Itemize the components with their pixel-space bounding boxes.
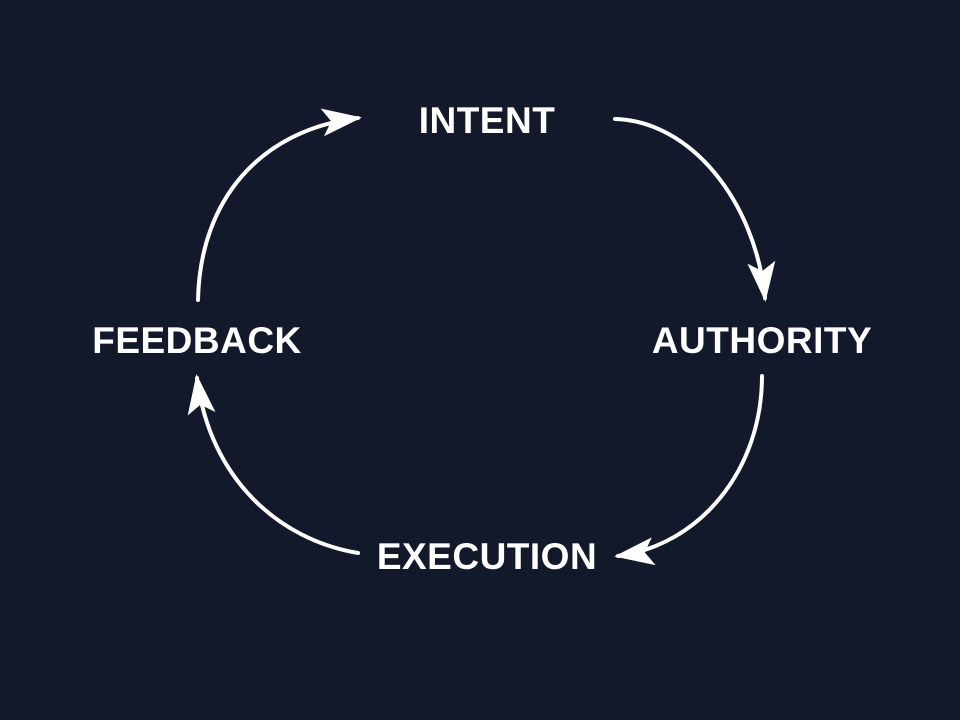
arrow-intent-to-authority xyxy=(613,117,776,302)
node-authority-label: AUTHORITY xyxy=(652,320,872,361)
node-execution-label: EXECUTION xyxy=(377,536,597,577)
arrow-feedback-to-intent xyxy=(196,108,362,302)
arrow-execution-to-feedback xyxy=(187,374,360,555)
arrow-authority-to-execution xyxy=(614,374,764,566)
node-feedback-label: FEEDBACK xyxy=(92,320,302,361)
node-intent-label: INTENT xyxy=(419,100,556,141)
